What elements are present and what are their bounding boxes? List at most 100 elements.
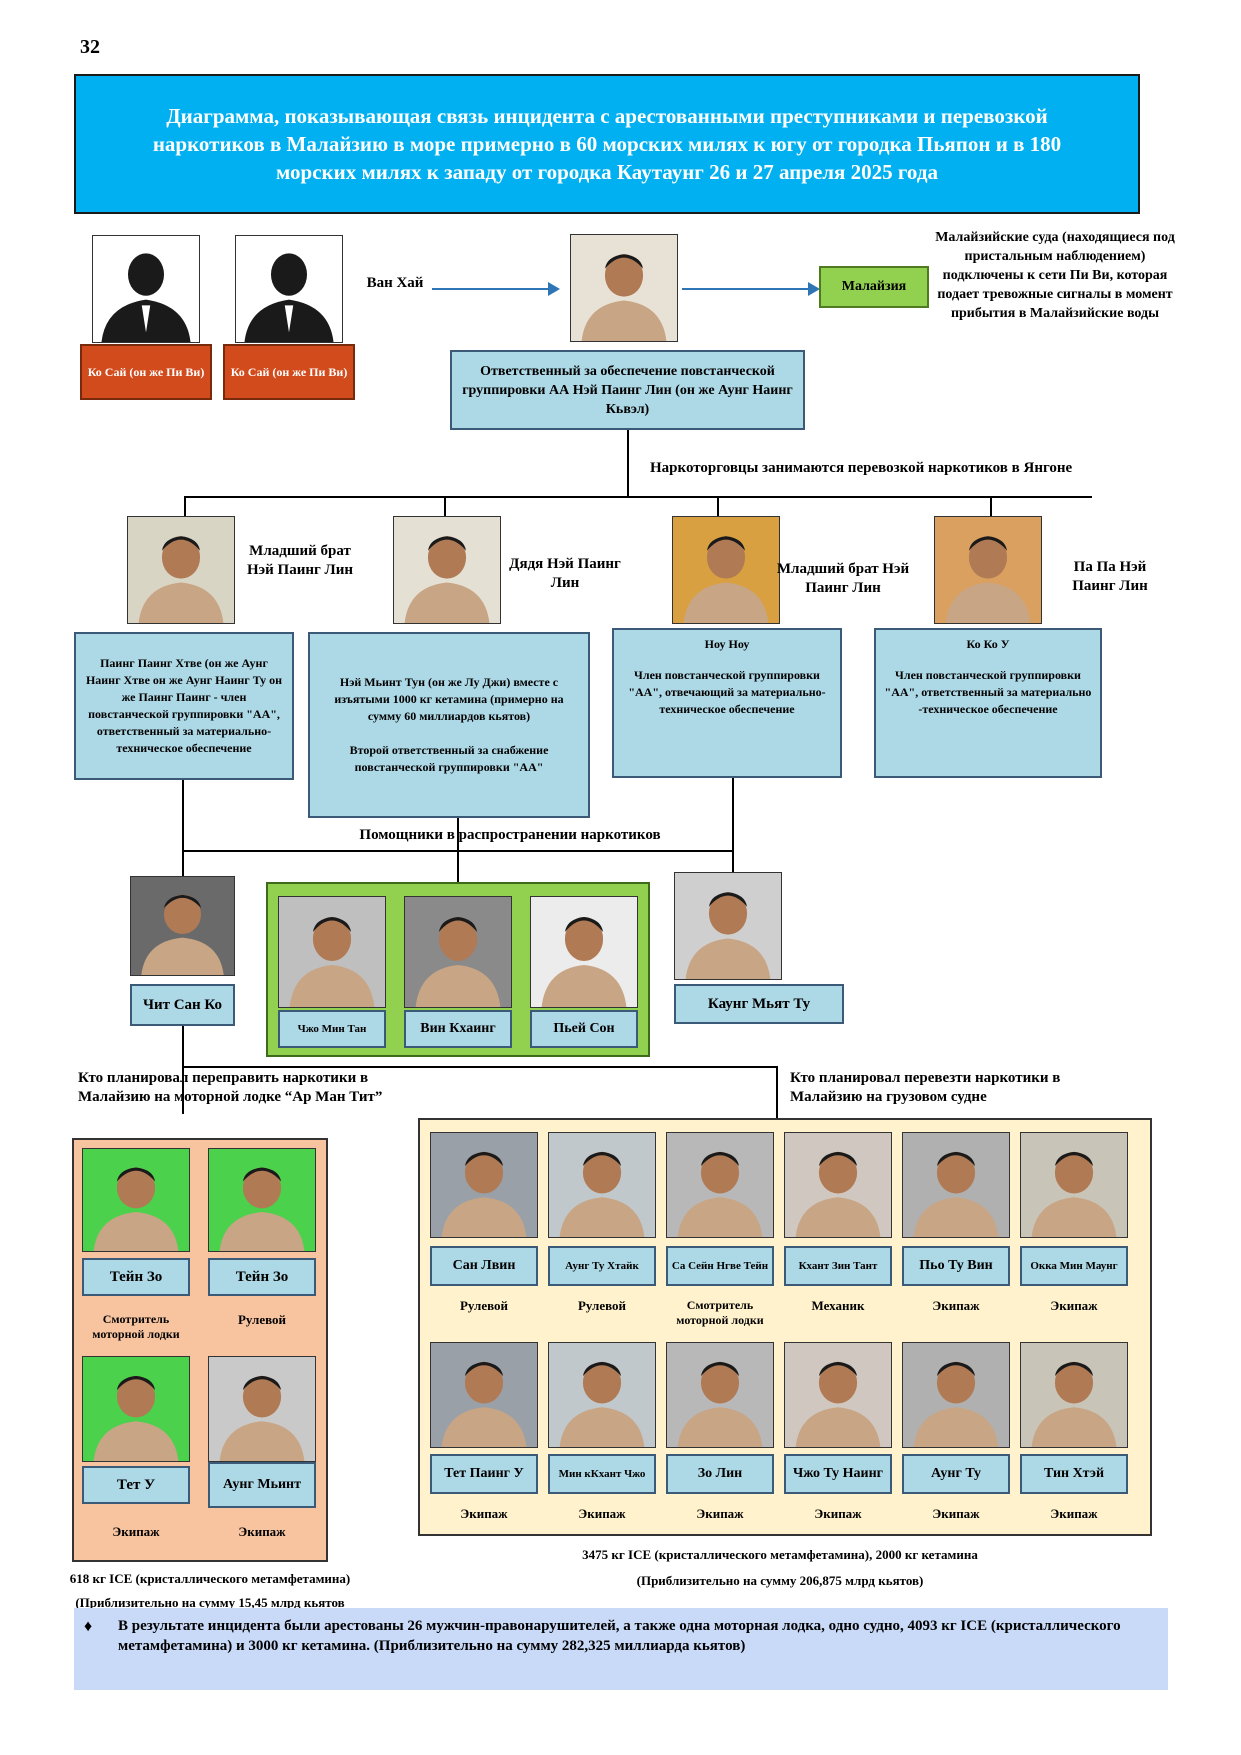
trafficker-relation: Младший брат Нэй Паинг Лин — [246, 543, 354, 578]
helper-photo — [530, 896, 638, 1008]
crew-role: Экипаж — [696, 1506, 744, 1521]
crew-role: Экипаж — [932, 1506, 980, 1521]
helper-photo — [674, 872, 782, 980]
trafficker-photo — [672, 516, 780, 624]
leader-photo — [570, 234, 678, 342]
trafficker-box: Ноу Ноу Член повстанческой группировки "… — [612, 628, 842, 778]
crew-name: Тейн Зо — [208, 1258, 316, 1296]
crew-photo — [208, 1148, 316, 1252]
crew-role: Экипаж — [1050, 1506, 1098, 1521]
helper-name: Чжо Мин Тан — [278, 1010, 386, 1048]
crew-photo — [902, 1132, 1010, 1238]
crew-name: Мин кКхант Чжо — [548, 1454, 656, 1494]
page-title: Диаграмма, показывающая связь инцидента … — [74, 74, 1140, 214]
helper-photo — [130, 876, 235, 976]
connector — [457, 818, 459, 886]
trafficker-photo — [934, 516, 1042, 624]
arrow-line — [432, 288, 550, 290]
trafficker-photo — [393, 516, 501, 624]
helper-name: Чит Сан Ко — [130, 984, 235, 1026]
malaysia-note: Малайзийские суда (находящиеся под прист… — [935, 230, 1175, 321]
summary-box: ♦ В результате инцидента были арестованы… — [74, 1608, 1168, 1690]
crew-photo — [82, 1148, 190, 1252]
crew-photo — [666, 1342, 774, 1448]
ship-value: (Приблизительно на сумму 206,875 млрд кь… — [636, 1573, 924, 1588]
trafficker-box: Ко Ко У Член повстанческой группировки "… — [874, 628, 1102, 778]
crew-name: Аунг Мьинт — [208, 1462, 316, 1508]
helper-photo — [404, 896, 512, 1008]
connector — [182, 850, 184, 876]
crew-name: Кхант Зин Тант — [784, 1246, 892, 1286]
connector — [444, 496, 446, 516]
crew-role: Смотритель моторной лодки — [92, 1312, 180, 1341]
connector — [184, 496, 1092, 498]
crew-photo — [430, 1132, 538, 1238]
crew-role: Экипаж — [1050, 1298, 1098, 1313]
connector — [732, 778, 734, 870]
connector — [184, 496, 186, 516]
trafficker-photo — [127, 516, 235, 624]
crew-photo — [1020, 1342, 1128, 1448]
crew-photo — [548, 1342, 656, 1448]
crew-photo — [784, 1342, 892, 1448]
arrow-line — [682, 288, 810, 290]
summary-text: В результате инцидента были арестованы 2… — [118, 1618, 1121, 1654]
connector — [182, 780, 184, 850]
connector — [717, 496, 719, 516]
trafficker-box: Нэй Мьинт Тун (он же Лу Джи) вместе с из… — [308, 632, 590, 818]
connector — [627, 430, 629, 496]
crew-photo — [208, 1356, 316, 1462]
crew-name: Тейн Зо — [82, 1258, 190, 1296]
ship-heading: Кто планировал перевезти наркотики в Мал… — [790, 1070, 1061, 1105]
trafficker-description: Член повстанческой группировки "АА", отв… — [884, 668, 1092, 716]
crew-role: Рулевой — [577, 1298, 627, 1313]
crew-role: Экипаж — [578, 1506, 626, 1521]
connector — [182, 850, 734, 852]
crew-photo — [548, 1132, 656, 1238]
van-hai-label: Ван Хай — [366, 275, 424, 291]
crew-photo — [430, 1342, 538, 1448]
crew-photo — [784, 1132, 892, 1238]
crew-role: Рулевой — [459, 1298, 509, 1313]
crew-name: Чжо Ту Наинг — [784, 1454, 892, 1494]
crew-role: Рулевой — [237, 1312, 287, 1327]
crew-role: Экипаж — [814, 1506, 862, 1521]
crew-role: Механик — [811, 1298, 865, 1313]
connector — [182, 1026, 184, 1114]
trafficker-relation: Младший брат Нэй Паинг Лин — [776, 561, 910, 596]
crew-name: Тет У — [82, 1466, 190, 1504]
crew-role: Экипаж — [460, 1506, 508, 1521]
trafficker-name: Ноу Ноу — [704, 637, 750, 651]
connector — [732, 850, 734, 876]
page-number: 32 — [80, 36, 100, 58]
malaysia-label: Малайзия — [819, 266, 929, 308]
crew-photo — [666, 1132, 774, 1238]
leader-box: Ответственный за обеспечение повстанческ… — [450, 350, 805, 430]
trafficker-relation: Па Па Нэй Паинг Лин — [1072, 559, 1148, 594]
crew-name: Сан Лвин — [430, 1246, 538, 1286]
crew-name: Са Сейн Нгве Тейн — [666, 1246, 774, 1286]
crew-role: Экипаж — [112, 1524, 160, 1539]
silhouette-photo — [235, 235, 343, 343]
crew-name: Тет Паинг У — [430, 1454, 538, 1494]
crew-name: Аунг Ту — [902, 1454, 1010, 1494]
unknown-person-label: Ко Сай (он же Пи Ви) — [80, 344, 212, 400]
crew-photo — [1020, 1132, 1128, 1238]
crew-name: Окка Мин Маунг — [1020, 1246, 1128, 1286]
crew-name: Пьо Ту Вин — [902, 1246, 1010, 1286]
boat-crew-group: Тейн Зо Тейн Зо Смотритель моторной лодк… — [72, 1138, 328, 1562]
diamond-bullet-icon: ♦ — [84, 1618, 93, 1635]
crew-role: Смотритель моторной лодки — [676, 1298, 764, 1327]
crew-photo — [82, 1356, 190, 1462]
trafficker-relation: Дядя Нэй Паинг Лин — [509, 556, 621, 591]
boat-seized: 618 кг ICE (кристаллического метамфетами… — [69, 1571, 351, 1586]
connector — [990, 496, 992, 516]
trafficker-name: Ко Ко У — [966, 637, 1010, 651]
helper-name: Пьей Сон — [530, 1010, 638, 1048]
crew-role: Экипаж — [932, 1298, 980, 1313]
helpers-group: Чжо Мин Тан Вин Кхаинг Пьей Сон — [266, 882, 650, 1057]
boat-value: (Приблизительно на сумму 15,45 млрд кьят… — [75, 1595, 345, 1610]
silhouette-photo — [92, 235, 200, 343]
arrow-head-icon — [548, 282, 560, 296]
